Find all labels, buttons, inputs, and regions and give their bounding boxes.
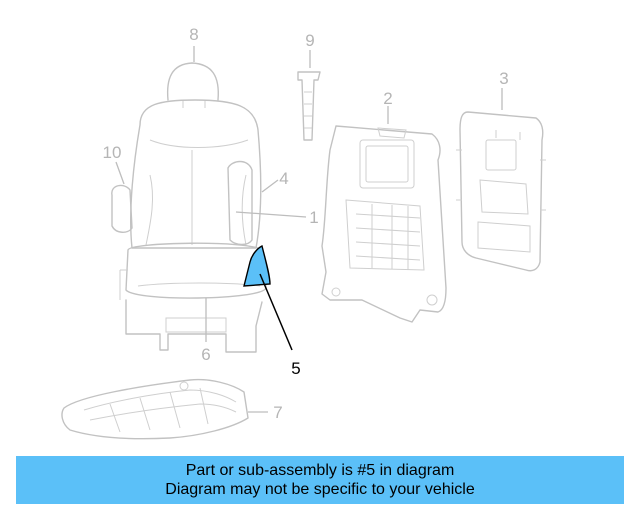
back-panel-part-3 [456, 111, 546, 272]
callout-10: 10 [103, 143, 122, 162]
callout-8: 8 [189, 25, 198, 44]
callout-9: 9 [305, 31, 314, 50]
highlighted-part-5[interactable] [243, 244, 271, 287]
banner-line-1: Part or sub-assembly is #5 in diagram [185, 462, 455, 479]
callout-3: 3 [499, 69, 508, 88]
headrest-part-8 [166, 62, 219, 101]
callout-2: 2 [383, 89, 392, 108]
callout-6: 6 [201, 345, 210, 364]
clip-part-9 [297, 71, 321, 141]
parts-diagram: 8 9 2 3 4 1 10 6 7 5 [61, 25, 546, 440]
callout-1: 1 [309, 208, 318, 227]
callout-7: 7 [273, 403, 282, 422]
info-banner: Part or sub-assembly is #5 in diagram Di… [16, 456, 624, 504]
banner-line-2: Diagram may not be specific to your vehi… [165, 481, 475, 498]
callout-4: 4 [279, 169, 288, 188]
callout-5: 5 [291, 359, 300, 378]
seat-base-frame [125, 299, 263, 353]
side-trim-part-4 [227, 160, 253, 246]
seat-assembly [111, 62, 271, 353]
recliner-part-10 [111, 184, 133, 233]
seat-back-part-1 [130, 99, 262, 249]
seat-cushion-part-6 [125, 242, 267, 299]
seat-back-frame-part-2 [321, 125, 447, 323]
leader-line-5 [259, 273, 293, 351]
cushion-frame-part-7 [61, 378, 249, 440]
